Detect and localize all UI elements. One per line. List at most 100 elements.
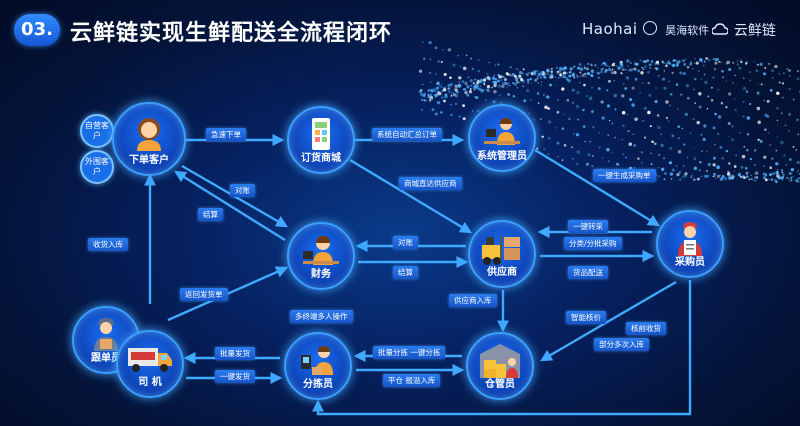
wave-particle — [587, 153, 591, 157]
wave-particle — [713, 175, 716, 177]
wave-particle — [514, 77, 517, 80]
wave-particle — [733, 165, 737, 168]
wave-particle — [434, 46, 438, 50]
wave-particle — [471, 110, 474, 112]
wave-particle — [763, 155, 767, 159]
wave-particle — [430, 81, 432, 83]
wave-particle — [556, 110, 560, 114]
wave-particle — [776, 107, 779, 110]
mall-phone-icon — [312, 117, 330, 150]
wave-particle — [474, 88, 476, 91]
wave-particle — [532, 72, 537, 76]
wave-particle — [559, 73, 562, 76]
wave-particle — [693, 88, 695, 91]
wave-particle — [759, 139, 763, 143]
wave-particle — [562, 71, 567, 75]
wave-particle — [668, 120, 670, 122]
wave-particle — [578, 66, 580, 68]
node-label: 下单客户 — [129, 155, 169, 166]
wave-particle — [591, 154, 594, 157]
wave-particle — [578, 63, 582, 66]
wave-particle — [480, 89, 484, 93]
wave-particle — [684, 172, 688, 176]
wave-particle — [611, 122, 614, 125]
wave-particle — [536, 92, 540, 95]
wave-particle — [651, 140, 654, 143]
wave-particle — [676, 64, 679, 67]
wave-particle — [462, 117, 466, 121]
wave-particle — [669, 172, 674, 176]
wave-particle — [568, 117, 571, 121]
wave-particle — [699, 58, 703, 62]
wave-particle — [464, 92, 467, 94]
wave-particle — [591, 164, 594, 168]
wave-particle — [559, 66, 563, 71]
wave-particle — [763, 99, 765, 102]
wave-particle — [427, 93, 430, 96]
wave-particle — [734, 108, 737, 112]
wave-particle — [579, 71, 582, 74]
wave-particle — [523, 99, 527, 103]
wave-particle — [654, 67, 657, 70]
yunxianlian-brand: 云鲜链 — [711, 20, 776, 40]
wave-particle — [750, 174, 752, 177]
wave-particle — [537, 102, 540, 104]
wave-particle — [650, 163, 653, 165]
wave-particle — [732, 81, 734, 84]
wave-particle — [419, 89, 423, 92]
wave-particle — [429, 95, 434, 100]
node-label: 跟单员 — [91, 353, 121, 364]
wave-particle — [757, 120, 761, 125]
wave-particle — [639, 92, 641, 94]
wave-particle — [663, 70, 665, 72]
node-mall: 订货商城 — [287, 106, 355, 174]
wave-particle — [684, 112, 688, 116]
wave-particle — [797, 70, 799, 72]
wave-particle — [424, 99, 427, 102]
wave-particle — [443, 88, 447, 92]
wave-particle — [705, 57, 708, 60]
wave-particle — [472, 82, 475, 85]
wave-particle — [648, 63, 651, 67]
wave-particle — [584, 140, 586, 143]
wave-particle — [763, 72, 766, 76]
wave-particle — [576, 76, 579, 79]
wave-particle — [683, 60, 685, 62]
wave-particle — [792, 176, 794, 178]
wave-particle — [462, 88, 464, 90]
wave-particle — [753, 179, 756, 182]
wave-particle — [670, 64, 673, 66]
wave-particle — [665, 116, 669, 120]
wave-particle — [677, 150, 682, 154]
wave-particle — [782, 72, 785, 75]
wave-particle — [440, 96, 444, 100]
wave-particle — [775, 162, 779, 166]
wave-particle — [764, 128, 767, 131]
wave-particle — [679, 71, 683, 75]
wave-particle — [742, 100, 745, 103]
wave-particle — [498, 94, 501, 97]
wave-particle — [467, 76, 470, 79]
wave-particle — [576, 150, 581, 154]
wave-particle — [547, 137, 551, 140]
wave-particle — [663, 86, 667, 90]
wave-particle — [757, 82, 759, 85]
wave-particle — [474, 78, 477, 80]
wave-particle — [705, 169, 709, 173]
wave-particle — [610, 69, 613, 73]
wave-particle — [482, 78, 487, 82]
wave-particle — [695, 61, 699, 65]
wave-particle — [504, 78, 507, 80]
wave-particle — [698, 105, 702, 109]
wave-particle — [754, 171, 759, 175]
wave-particle — [790, 172, 793, 175]
wave-particle — [781, 169, 784, 172]
wave-particle — [701, 150, 703, 152]
wave-particle — [796, 171, 799, 173]
wave-particle — [449, 86, 452, 88]
wave-particle — [720, 61, 722, 64]
wave-particle — [796, 160, 800, 165]
wave-particle — [600, 70, 603, 74]
wave-particle — [584, 67, 588, 70]
sorter-scanner-icon — [301, 345, 333, 375]
